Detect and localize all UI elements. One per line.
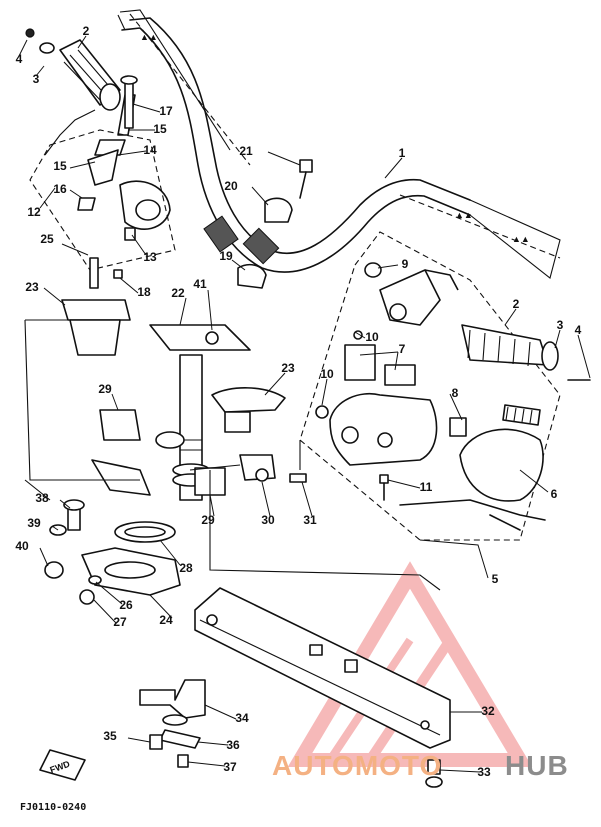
callout-c28: 28 [179, 561, 193, 575]
callout-c2a: 2 [83, 24, 90, 38]
callout-c8: 8 [452, 386, 459, 400]
callout-c32: 32 [481, 704, 495, 718]
callout-c2b: 2 [513, 297, 520, 311]
callout-c25: 25 [40, 232, 54, 246]
callout-c26: 26 [119, 598, 133, 612]
callout-c15b: 15 [53, 159, 67, 173]
fwd-direction-marker: FWD [49, 759, 72, 776]
callout-c14: 14 [143, 143, 157, 157]
callout-c41: 41 [193, 277, 207, 291]
callout-c5: 5 [492, 572, 499, 586]
callout-c9: 9 [402, 257, 409, 271]
svg-text:▲▲: ▲▲ [512, 234, 530, 244]
callout-c37: 37 [223, 760, 237, 774]
callout-c4a: 4 [16, 52, 23, 66]
callout-c10a: 10 [365, 330, 379, 344]
callout-c13: 13 [143, 250, 157, 264]
callout-c3b: 3 [557, 318, 564, 332]
callout-c4b: 4 [575, 323, 582, 337]
right-switch-assembly [299, 231, 591, 541]
figure-code: FJ0110-0240 [20, 802, 86, 813]
callout-c12: 12 [27, 205, 41, 219]
callout-c23a: 23 [25, 280, 39, 294]
callout-c29a: 29 [98, 382, 112, 396]
callout-c31: 31 [303, 513, 317, 527]
callout-c16: 16 [53, 182, 67, 196]
svg-text:▲▲: ▲▲ [455, 210, 473, 220]
handlebar-clamps [120, 75, 313, 289]
lower-column-parts [44, 440, 441, 605]
callout-c40: 40 [15, 539, 29, 553]
callout-c19: 19 [219, 249, 233, 263]
svg-text:▲▲: ▲▲ [140, 32, 158, 42]
callout-numbers: 1223344567891010111213141515161718192021… [15, 24, 581, 779]
callout-c36: 36 [226, 738, 240, 752]
leader-lines [18, 35, 591, 773]
left-grip-assembly [25, 28, 176, 271]
callout-c7: 7 [399, 342, 406, 356]
watermark-text-hub: HUB [505, 750, 569, 781]
callout-c18: 18 [137, 285, 151, 299]
callout-c1: 1 [399, 146, 406, 160]
callout-c30: 30 [261, 513, 275, 527]
callout-c39: 39 [27, 516, 41, 530]
callout-c22: 22 [171, 286, 185, 300]
callout-c29b: 29 [201, 513, 215, 527]
callout-c23b: 23 [281, 361, 295, 375]
callout-c21: 21 [239, 144, 253, 158]
callout-c33: 33 [477, 765, 491, 779]
callout-c17: 17 [159, 104, 173, 118]
callout-c10b: 10 [320, 367, 334, 381]
callout-c38: 38 [35, 491, 49, 505]
callout-c11: 11 [420, 480, 433, 494]
callout-c35: 35 [103, 729, 117, 743]
steering-column [24, 257, 307, 501]
callout-c20: 20 [224, 179, 238, 193]
bottom-bracket-plate [39, 587, 451, 788]
callout-c15a: 15 [153, 122, 167, 136]
callout-c3a: 3 [33, 72, 40, 86]
callout-c6: 6 [551, 487, 558, 501]
handlebar: ▲▲ ▲▲ ▲▲ [117, 9, 561, 279]
callout-c24: 24 [159, 613, 173, 627]
watermark-text-automoto: AUTOMOTO [272, 750, 442, 781]
callout-c34: 34 [235, 711, 249, 725]
callout-c27: 27 [113, 615, 127, 629]
